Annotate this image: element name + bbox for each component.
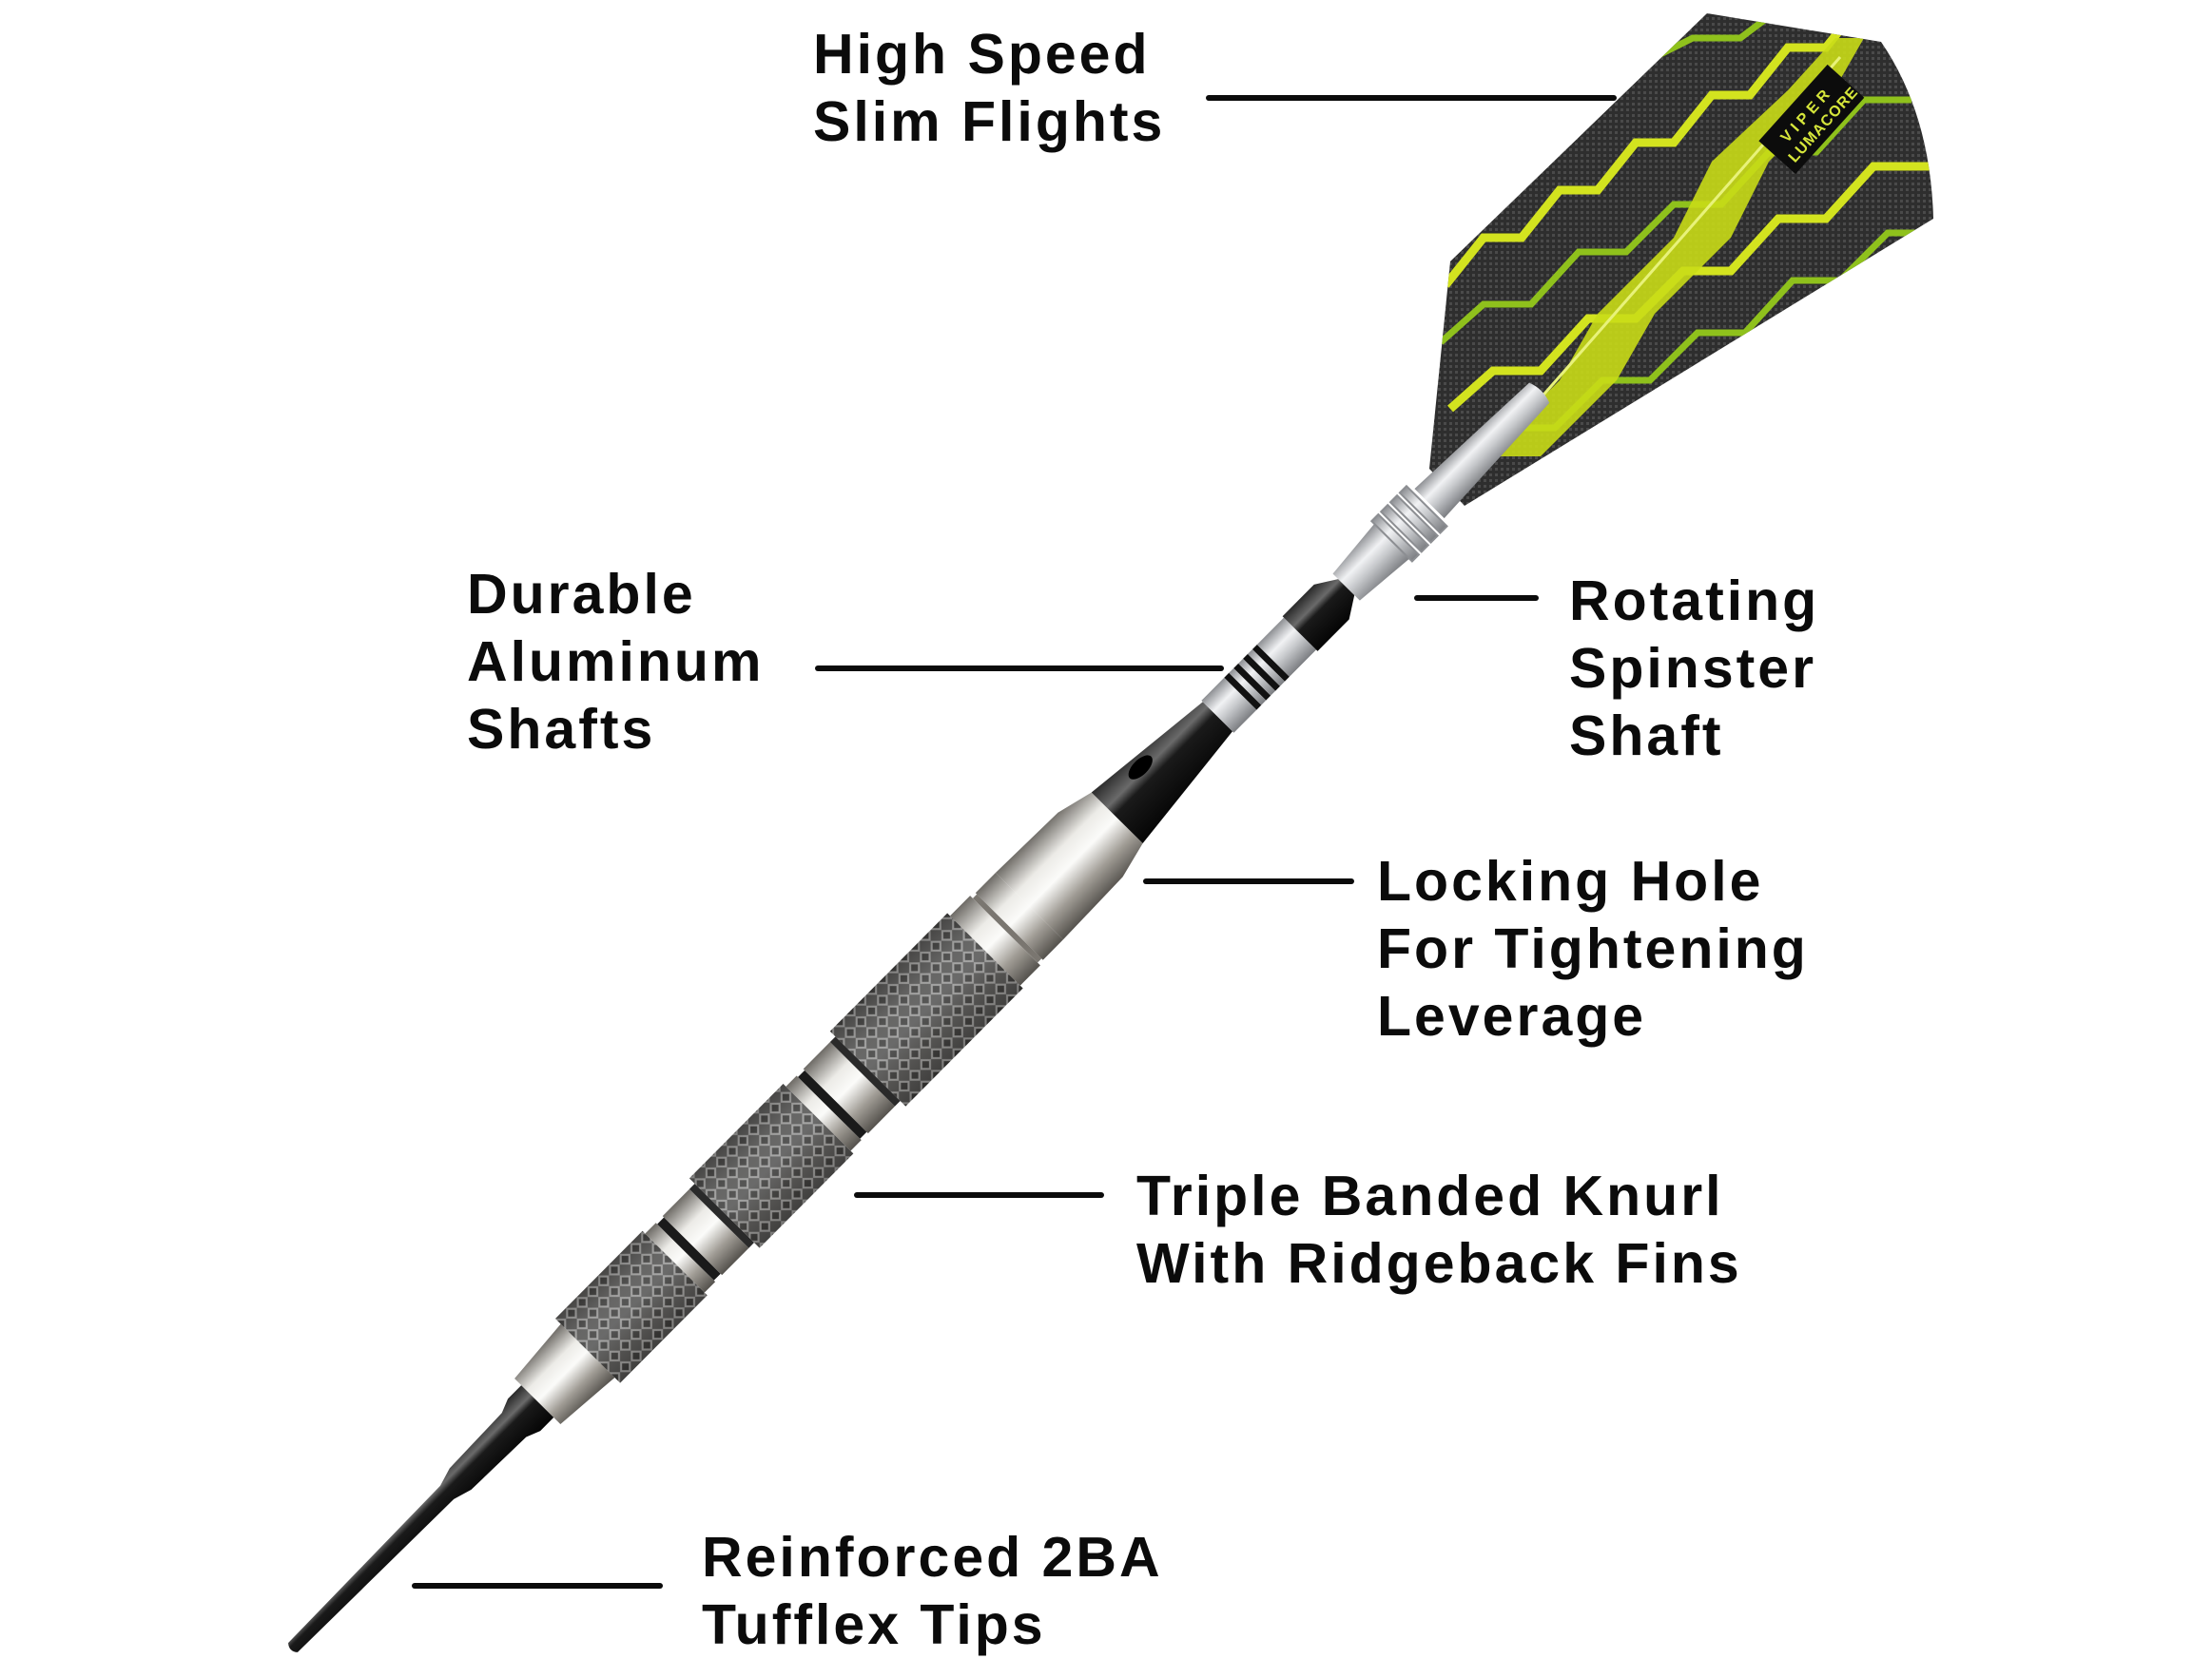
leader-line-spinster [1414,595,1539,601]
callout-spinster-line-2: Spinster [1569,637,1817,700]
callout-knurl-line-1: Triple Banded Knurl [1136,1165,1724,1227]
callout-spinster: Rotating Spinster Shaft [1569,568,1819,770]
callout-spinster-line-1: Rotating [1569,569,1820,632]
callout-flights-line-1: High Speed [813,23,1151,86]
spinster-shaft [1332,523,1410,601]
soft-tip [288,1385,554,1652]
callout-shafts-line-1: Durable [467,563,696,626]
callout-flights-line-2: Slim Flights [813,90,1166,153]
leader-line-locking-hole [1143,878,1354,884]
callout-tips-line-2: Tufflex Tips [702,1593,1046,1656]
callout-shafts-line-3: Shafts [467,698,656,761]
callout-locking-line-3: Leverage [1377,985,1647,1048]
flight: VIPER LUMACORE [1429,13,1933,506]
leader-line-knurl [854,1192,1104,1198]
callout-locking-line-2: For Tightening [1377,917,1809,980]
leader-line-tips [412,1583,663,1589]
callout-knurl: Triple Banded Knurl With Ridgeback Fins [1136,1163,1742,1298]
leader-line-shafts [815,666,1224,671]
callout-flights: High Speed Slim Flights [813,21,1165,156]
shaft-lower [1091,702,1233,844]
leader-line-flights [1206,95,1617,101]
callout-tips-line-1: Reinforced 2BA [702,1526,1163,1589]
locking-hole [1128,755,1153,780]
callout-spinster-line-3: Shaft [1569,704,1724,767]
callout-tips: Reinforced 2BA Tufflex Tips [702,1524,1163,1659]
callout-locking-hole: Locking Hole For Tightening Leverage [1377,848,1809,1051]
callout-shafts: Durable Aluminum Shafts [467,561,764,763]
callout-shafts-line-2: Aluminum [467,630,765,693]
dart-body [288,382,1550,1652]
callout-knurl-line-2: With Ridgeback Fins [1136,1232,1742,1295]
callout-locking-line-1: Locking Hole [1377,850,1764,913]
